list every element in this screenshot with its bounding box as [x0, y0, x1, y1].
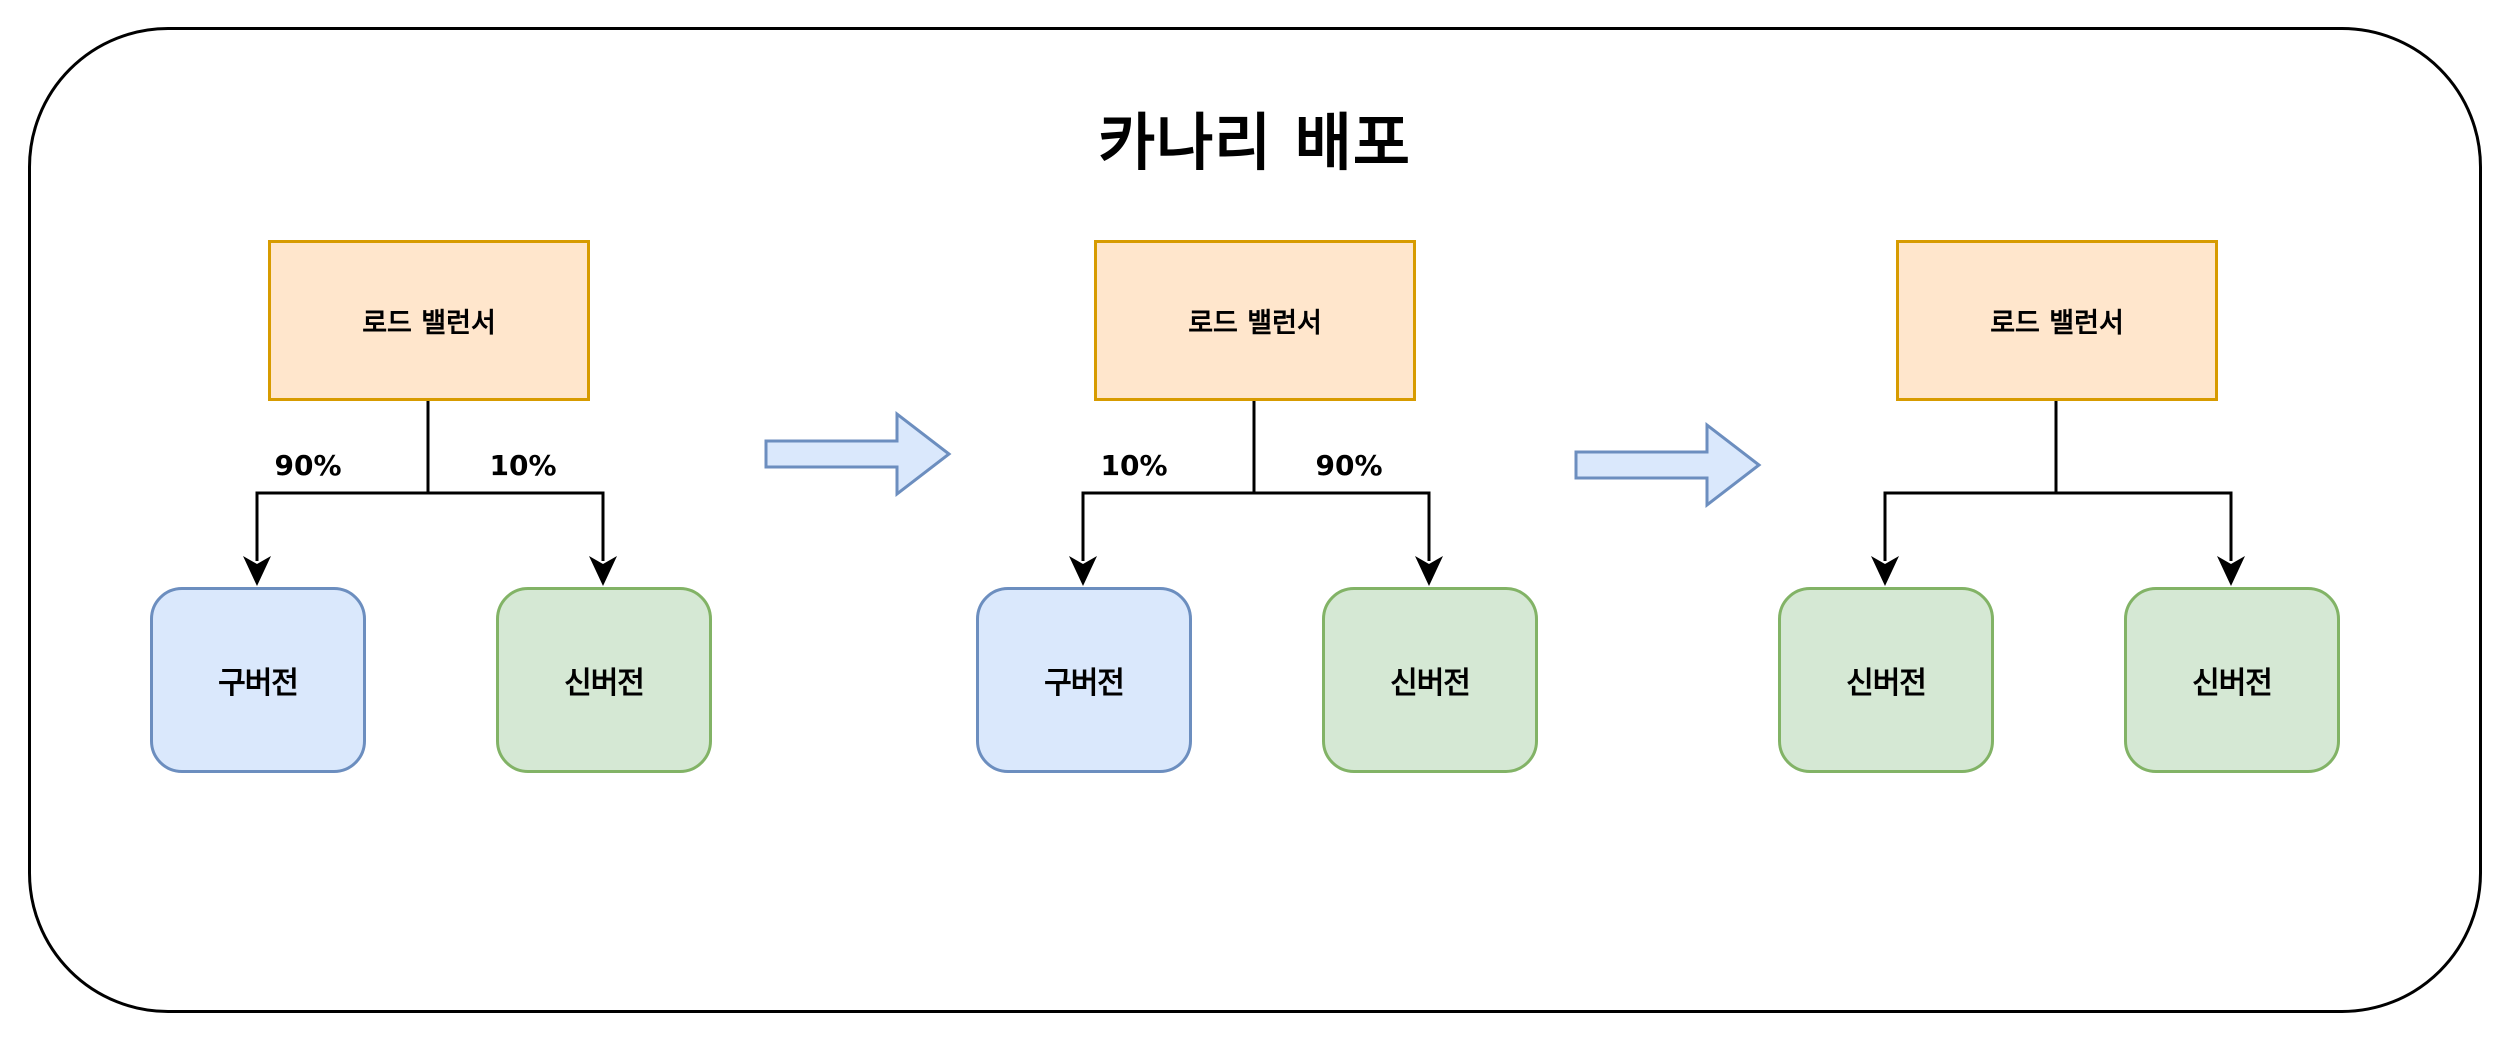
new-version-box: 신버전 — [1322, 587, 1538, 773]
new-version-box: 신버전 — [2124, 587, 2340, 773]
arrowhead-icon — [243, 556, 271, 586]
arrowhead-icon — [589, 556, 617, 586]
stage-transition-right-arrow-icon — [1574, 421, 1762, 509]
branch-connector — [1069, 401, 1443, 586]
stage-3: 로드 밸런서 신버전 신버전 — [1778, 240, 2342, 773]
old-version-box: 구버전 — [976, 587, 1192, 773]
stage-1: 로드 밸런서 90% 10% 구버전 신버전 — [150, 240, 714, 773]
arrowhead-icon — [1069, 556, 1097, 586]
arrowhead-icon — [2217, 556, 2245, 586]
branch-connector — [1871, 401, 2245, 586]
traffic-percent-label: 90% — [274, 449, 342, 482]
diagram-frame — [28, 27, 2482, 1013]
traffic-percent-label: 10% — [489, 449, 557, 482]
old-version-box: 구버전 — [150, 587, 366, 773]
stage-transition-right-arrow-icon — [764, 410, 952, 498]
traffic-percent-label: 10% — [1100, 449, 1168, 482]
load-balancer-box: 로드 밸런서 — [1896, 240, 2218, 401]
stage-2: 로드 밸런서 10% 90% 구버전 신버전 — [976, 240, 1540, 773]
new-version-box: 신버전 — [1778, 587, 1994, 773]
arrowhead-icon — [1871, 556, 1899, 586]
load-balancer-box: 로드 밸런서 — [1094, 240, 1416, 401]
branch-connector — [243, 401, 617, 586]
traffic-percent-label: 90% — [1315, 449, 1383, 482]
arrowhead-icon — [1415, 556, 1443, 586]
new-version-box: 신버전 — [496, 587, 712, 773]
load-balancer-box: 로드 밸런서 — [268, 240, 590, 401]
diagram-title: 카나리 배포 — [1098, 106, 1411, 179]
